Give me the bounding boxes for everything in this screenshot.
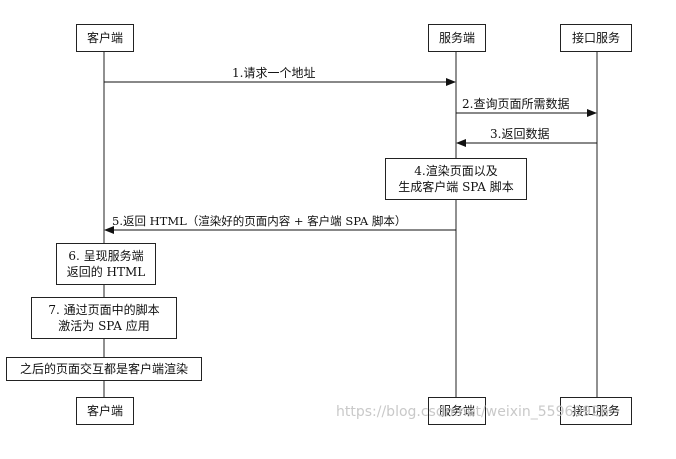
activation-8-line1: 之后的页面交互都是客户端渲染 [19,362,188,376]
activation-8-client-render: 之后的页面交互都是客户端渲染 [6,357,202,381]
activation-6-line2: 返回的 HTML [66,265,146,279]
activation-4-line1: 4.渲染页面以及 [414,164,498,178]
participant-server-bottom: 服务端 [428,397,486,425]
activation-6-line1: 6. 呈现服务端 [68,249,144,263]
participant-server-top-label: 服务端 [438,31,475,45]
participant-api-bottom-label: 接口服务 [571,404,620,418]
activation-7-line2: 激活为 SPA 应用 [58,319,150,333]
participant-client-bottom: 客户端 [76,397,134,425]
participant-api-top-label: 接口服务 [571,31,620,45]
watermark: https://blog.csdn.net/weixin_55960926 [336,404,610,420]
message-1-label: 1.请求一个地址 [232,66,316,80]
participant-api-top: 接口服务 [560,24,632,52]
message-2-label: 2.查询页面所需数据 [462,97,570,111]
participant-client-top-label: 客户端 [86,31,123,45]
participant-client-bottom-label: 客户端 [86,404,123,418]
message-3-label: 3.返回数据 [490,127,550,141]
message-5-label: 5.返回 HTML（渲染好的页面内容 + 客户端 SPA 脚本） [112,214,407,228]
activation-4-line2: 生成客户端 SPA 脚本 [398,180,514,194]
participant-api-bottom: 接口服务 [560,397,632,425]
activation-7-hydrate: 7. 通过页面中的脚本 激活为 SPA 应用 [31,297,177,339]
participant-server-top: 服务端 [428,24,486,52]
activation-4-render: 4.渲染页面以及 生成客户端 SPA 脚本 [385,158,527,200]
participant-client-top: 客户端 [76,24,134,52]
activation-6-present: 6. 呈现服务端 返回的 HTML [56,243,156,285]
participant-server-bottom-label: 服务端 [438,404,475,418]
activation-7-line1: 7. 通过页面中的脚本 [48,303,160,317]
